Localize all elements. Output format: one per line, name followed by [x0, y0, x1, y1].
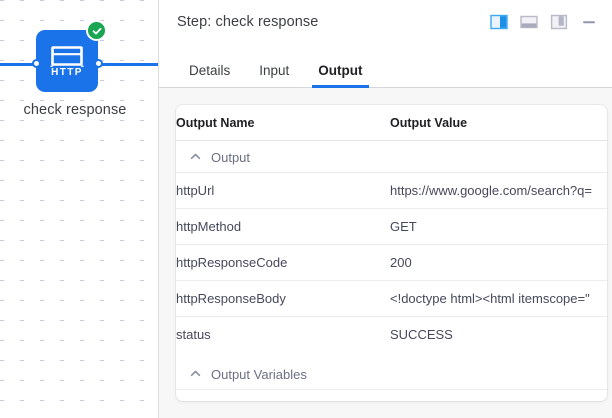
cell-output-value: 200: [390, 244, 607, 281]
table-header-row: Output Name Output Value: [176, 105, 607, 141]
workflow-canvas[interactable]: HTTP check response: [0, 0, 159, 418]
tab-output[interactable]: Output: [306, 63, 374, 88]
table-row[interactable]: foo 200: [176, 389, 607, 401]
output-table-card: Output Name Output Value: [176, 105, 607, 401]
check-icon: [92, 27, 101, 34]
panel-tabs: Details Input Output: [159, 43, 612, 88]
output-table: Output Name Output Value: [176, 105, 607, 401]
cell-output-value: SUCCESS: [390, 316, 607, 352]
cell-output-name: status: [176, 316, 390, 352]
column-header-output-name: Output Name: [176, 105, 390, 141]
node-status-success-badge: [86, 20, 107, 41]
cell-output-value: https://www.google.com/search?q=: [390, 172, 607, 209]
cell-output-name: httpResponseCode: [176, 244, 390, 281]
tab-details[interactable]: Details: [189, 62, 231, 78]
chevron-up-icon[interactable]: [189, 150, 202, 163]
layout-dock-bottom-icon[interactable]: [520, 14, 538, 30]
edge-incoming: [0, 63, 38, 66]
table-row[interactable]: httpResponseBody <!doctype html><html it…: [176, 280, 607, 317]
cell-output-value: 200: [390, 389, 607, 401]
panel-header: Step: check response: [159, 0, 612, 43]
table-row[interactable]: httpMethod GET: [176, 208, 607, 245]
node-type-label: HTTP: [51, 66, 83, 78]
layout-dock-right-icon[interactable]: [550, 14, 568, 30]
minimize-icon[interactable]: [580, 14, 598, 30]
chevron-up-icon[interactable]: [189, 367, 202, 380]
column-header-output-value: Output Value: [390, 105, 607, 141]
cell-output-value: <!doctype html><html itemscope=": [390, 280, 607, 317]
table-group-label: Output: [211, 149, 251, 165]
panel-body: Output Name Output Value: [159, 88, 612, 418]
table-row[interactable]: httpResponseCode 200: [176, 244, 607, 281]
browser-window-icon: [50, 45, 84, 67]
table-group-row[interactable]: Output Variables: [176, 358, 607, 390]
cell-output-name: httpMethod: [176, 208, 390, 245]
cell-output-name: httpUrl: [176, 172, 390, 209]
panel-header-icon-group: [490, 14, 598, 30]
cell-output-value: GET: [390, 208, 607, 245]
tab-input[interactable]: Input: [259, 62, 290, 78]
table-row[interactable]: status SUCCESS: [176, 316, 607, 352]
panel-title: Step: check response: [177, 13, 319, 30]
workflow-node-http[interactable]: HTTP: [36, 30, 98, 92]
layout-split-right-icon[interactable]: [490, 14, 508, 30]
cell-output-name: foo: [176, 389, 390, 401]
cell-output-name: httpResponseBody: [176, 280, 390, 317]
node-label: check response: [23, 102, 127, 118]
table-group-cell: Output Variables: [176, 358, 607, 390]
step-detail-panel: Step: check response: [159, 0, 612, 418]
output-port[interactable]: [94, 59, 103, 68]
table-group-label: Output Variables: [211, 366, 307, 382]
table-group-cell: Output: [176, 141, 607, 173]
table-group-row[interactable]: Output: [176, 141, 607, 173]
input-port[interactable]: [32, 59, 41, 68]
edge-outgoing: [100, 63, 158, 66]
table-row[interactable]: httpUrl https://www.google.com/search?q=: [176, 172, 607, 209]
